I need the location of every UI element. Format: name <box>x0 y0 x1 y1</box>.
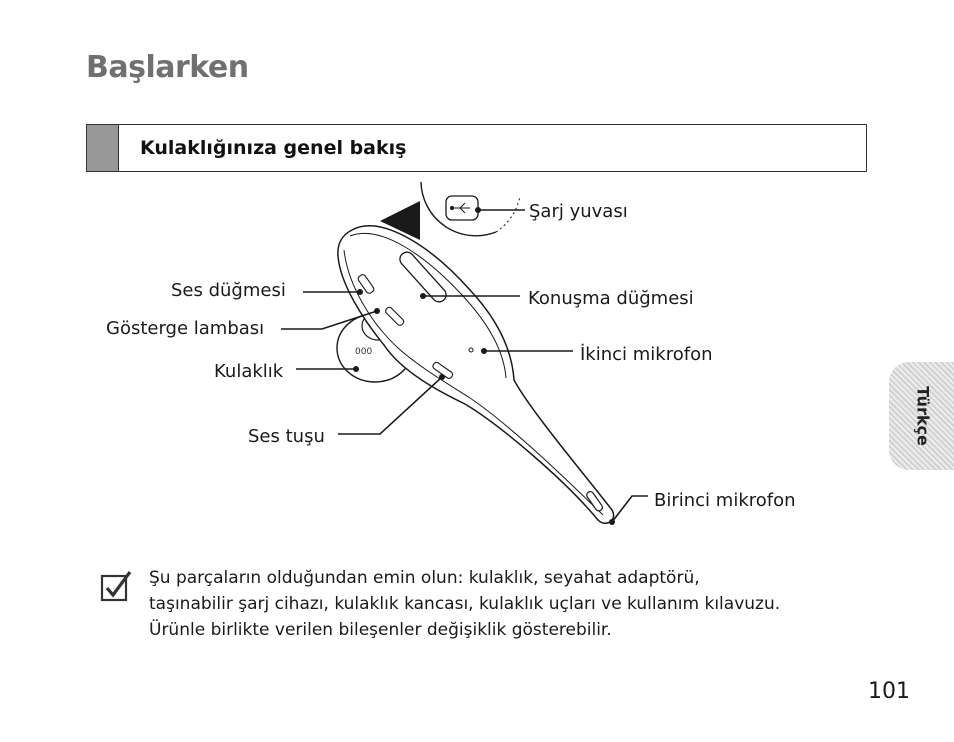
section-title: Kulaklığınıza genel bakış <box>140 137 407 159</box>
checkbox-check-icon <box>100 571 132 602</box>
side-tab-label: Türkçe <box>913 386 933 446</box>
section-header: Kulaklığınıza genel bakış <box>86 124 867 172</box>
label-volume-button: Ses düğmesi <box>171 280 286 301</box>
note-line: Şu parçaların olduğundan emin olun: kula… <box>149 568 700 588</box>
svg-text:000: 000 <box>355 347 372 357</box>
label-first-microphone: Birinci mikrofon <box>654 490 796 511</box>
section-marker <box>87 125 119 171</box>
page-number: 101 <box>868 679 910 704</box>
language-side-tab: Türkçe <box>889 362 954 470</box>
label-second-microphone: İkinci mikrofon <box>580 344 713 365</box>
label-call-button: Konuşma düğmesi <box>528 288 694 309</box>
callout-lines <box>281 209 648 523</box>
label-charging-port: Şarj yuvası <box>529 201 628 222</box>
usb-icon <box>449 202 470 214</box>
note-line: taşınabilir şarj cihazı, kulaklık kancas… <box>149 594 781 614</box>
page-title: Başlarken <box>86 50 249 85</box>
note-line: Ürünle birlikte verilen bileşenler değiş… <box>149 620 612 640</box>
headset-body <box>337 225 615 524</box>
note-text: Şu parçaların olduğundan emin olun: kula… <box>149 565 780 643</box>
label-earpiece: Kulaklık <box>214 361 284 382</box>
charging-port-inset <box>380 181 521 240</box>
label-volume-key: Ses tuşu <box>248 426 325 447</box>
label-indicator-light: Gösterge lambası <box>106 318 265 339</box>
callout-dots <box>353 207 615 525</box>
